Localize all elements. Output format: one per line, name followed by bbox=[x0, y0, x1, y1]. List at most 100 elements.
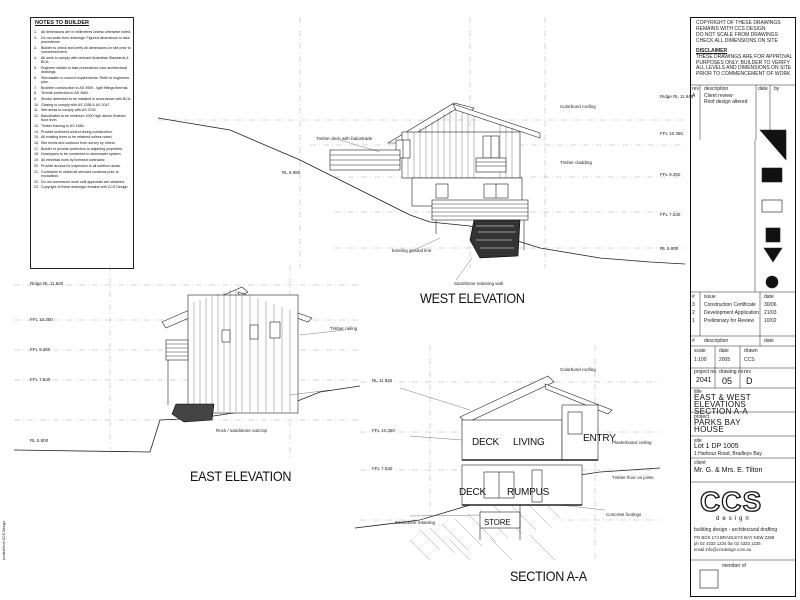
note-text: Do not commence work until approvals are… bbox=[41, 179, 125, 184]
note-item: 15.All existing trees to be retained unl… bbox=[34, 135, 132, 139]
note-item: 8.Termite protection to AS 3660. bbox=[34, 91, 132, 95]
note-text: Do not scale from drawings. Figured dime… bbox=[41, 35, 130, 44]
note-number: 20. bbox=[34, 163, 39, 168]
tb-drawn-label: drawn bbox=[744, 348, 758, 354]
note-number: 2. bbox=[34, 35, 37, 40]
note-item: 16.Site levels and contours from survey … bbox=[34, 141, 132, 145]
tb-issue-3d: 30/06 bbox=[764, 302, 777, 308]
note-number: 12. bbox=[34, 114, 39, 119]
firm-logo-sub: design bbox=[716, 516, 752, 522]
note-number: 6. bbox=[34, 75, 37, 80]
note-item: 3.Builder to check and verify all dimens… bbox=[34, 46, 132, 55]
note-item: 20.Provide access for inspection to all … bbox=[34, 164, 132, 168]
tb-disclaimer-line: PURPOSES ONLY. BUILDER TO VERIFY bbox=[696, 59, 790, 66]
section-aa-title: SECTION A-A bbox=[510, 568, 587, 584]
sec-level-ridge: RL 11.940 bbox=[372, 378, 393, 383]
title-block bbox=[690, 17, 796, 597]
west-note-rock: Sandstone retaining wall bbox=[454, 281, 504, 286]
tb-head-line: COPYRIGHT OF THESE DRAWINGS bbox=[696, 20, 781, 26]
note-number: 3. bbox=[34, 45, 37, 50]
tb-project-1: PARKS BAY bbox=[694, 418, 741, 427]
note-text: Contractor to obtain all services locati… bbox=[41, 169, 119, 178]
note-number: 23. bbox=[34, 185, 39, 190]
west-elevation bbox=[157, 102, 686, 265]
tb-project-label: project bbox=[694, 414, 710, 420]
note-number: 4. bbox=[34, 55, 37, 60]
west-level-left: RL 6.980 bbox=[282, 170, 301, 175]
note-number: 21. bbox=[34, 169, 39, 174]
tb-issue-1n: 1 bbox=[692, 318, 695, 324]
note-number: 19. bbox=[34, 158, 39, 163]
tb-disclaimer-line: ALL LEVELS AND DIMENSIONS ON SITE bbox=[696, 65, 792, 71]
tb-issue-2d: 21/03 bbox=[764, 310, 777, 316]
tb-date-label: date bbox=[719, 348, 729, 354]
note-item: 21.Contractor to obtain all services loc… bbox=[34, 170, 132, 179]
tb-rev-label: rev bbox=[744, 369, 751, 375]
section-aa bbox=[354, 375, 661, 561]
room-deck-upper: DECK bbox=[472, 437, 499, 448]
east-level-ffl3: FFL 7.540 bbox=[30, 377, 51, 382]
tb-drawing-no: 05 bbox=[722, 376, 733, 386]
west-level-ridge: Ridge RL 11.940 bbox=[660, 94, 694, 99]
tb-rev-h2: description bbox=[704, 86, 729, 92]
note-text: Stormwater to council requirements. Refe… bbox=[41, 75, 130, 84]
room-store: STORE bbox=[484, 518, 511, 527]
room-entry: ENTRY bbox=[583, 433, 616, 444]
note-item: 7. Bushfire construction to AS 3959 - lig… bbox=[34, 86, 132, 90]
note-text: All dimensions are in millimetres unless… bbox=[41, 30, 132, 34]
tb-member-label: member of bbox=[722, 563, 746, 569]
east-level-ridge: Ridge RL 11.940 bbox=[30, 281, 64, 286]
note-text: Bushfire construction to AS 3959 - light… bbox=[41, 85, 129, 90]
note-number: 5. bbox=[34, 65, 37, 70]
note-text: Downpipes to be connected to stormwater … bbox=[41, 152, 122, 157]
east-elevation bbox=[13, 286, 361, 453]
tb-date: 2005 bbox=[719, 357, 731, 363]
east-level-ffl2: FFL 9.350 bbox=[30, 347, 51, 352]
tb-issue-h3: date bbox=[764, 294, 774, 300]
note-item: 2. Do not scale from drawings. Figured di… bbox=[34, 36, 132, 45]
west-level-ffl3: FFL 7.540 bbox=[660, 212, 681, 217]
tb-site-addr: 1 Harbour Road, Bradleys Bay bbox=[694, 451, 762, 457]
note-item: 6. Stormwater to council requirements. Re… bbox=[34, 76, 132, 85]
tb-head-line: REMAINS WITH CCS DESIGN bbox=[696, 26, 766, 32]
tb-issue-f3: date bbox=[764, 338, 774, 344]
note-text: Glazing to comply with AS 1288 & AS 2047… bbox=[41, 102, 111, 107]
note-text: Site levels and contours from survey by … bbox=[41, 141, 116, 146]
note-text: Timber framing to AS 1684. bbox=[41, 124, 85, 129]
sec-note-footing: Concrete footings bbox=[606, 512, 642, 517]
tb-issue-f1: # bbox=[692, 338, 695, 344]
note-text: All existing trees to be retained unless… bbox=[41, 135, 113, 140]
tb-title-label: title bbox=[694, 389, 702, 395]
note-item: 13.Timber framing to AS 1684. bbox=[34, 124, 132, 128]
tb-head-line: DO NOT SCALE FROM DRAWINGS bbox=[696, 32, 778, 38]
west-level-ground: RL 5.800 bbox=[660, 246, 679, 251]
note-text: Smoke detectors to be installed in accor… bbox=[41, 96, 132, 101]
note-number: 15. bbox=[34, 135, 39, 140]
note-number: 22. bbox=[34, 179, 39, 184]
note-text: Provide access for inspection to all sub… bbox=[41, 163, 122, 168]
tb-disclaimer-line: THESE DRAWINGS ARE FOR APPROVAL bbox=[696, 54, 793, 60]
note-number: 18. bbox=[34, 152, 39, 157]
note-text: Builder to provide protection to adjoini… bbox=[41, 146, 124, 151]
note-item: 4.All work to comply with relevant Austr… bbox=[34, 56, 132, 65]
tb-issue-3: Construction Certificate bbox=[704, 302, 756, 308]
firm-logo: CCS bbox=[699, 485, 763, 517]
east-note-rail: Timber railing bbox=[330, 326, 358, 331]
tb-rev-b-desc: Roof design altered bbox=[704, 99, 748, 105]
tb-client: Mr. G. & Mrs. E. Tilton bbox=[694, 467, 763, 474]
room-rumpus: RUMPUS bbox=[507, 487, 550, 498]
east-level-ground: RL 5.800 bbox=[30, 438, 49, 443]
tb-rev-h3: date bbox=[758, 86, 768, 92]
tb-issue-1: Preliminary for Review bbox=[704, 318, 755, 324]
sec-note-store: Sandstone retaining bbox=[395, 520, 436, 525]
note-item: 10.Glazing to comply with AS 1288 & AS 2… bbox=[34, 103, 132, 107]
note-item: 23.Copyright of these drawings remains w… bbox=[34, 185, 132, 189]
tb-rev: D bbox=[746, 376, 753, 386]
tb-site-lot: Lot 1 DP 1005 bbox=[694, 443, 739, 450]
note-item: 11.Wet areas to comply with AS 3740. bbox=[34, 108, 132, 112]
west-note-ground: Existing ground line bbox=[392, 248, 432, 253]
logos bbox=[759, 129, 787, 289]
note-number: 7. bbox=[34, 85, 37, 90]
